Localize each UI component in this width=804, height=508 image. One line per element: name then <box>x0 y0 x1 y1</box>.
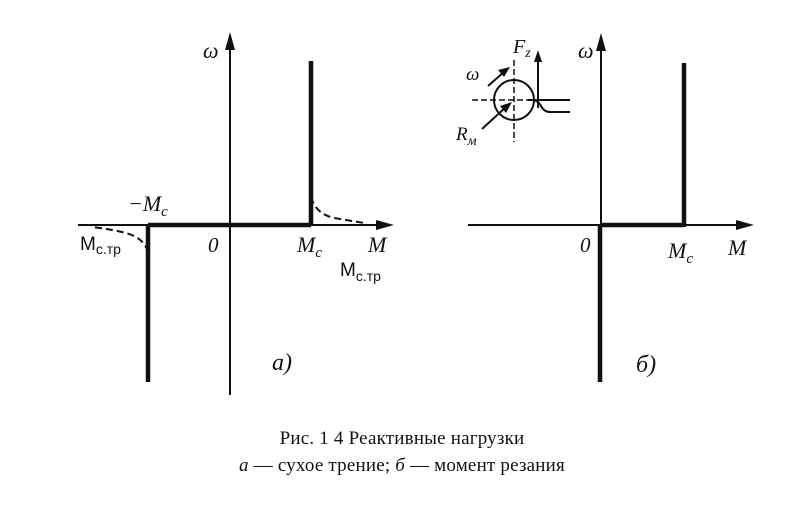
cutter-inset: Fz ω Rм <box>455 36 570 149</box>
diagram-a-m-label: M <box>367 232 388 257</box>
diagram-a-omega-arrow <box>225 32 235 50</box>
diagram-a-minus-mc-main: −M <box>128 191 163 216</box>
inset-radius-label: Rм <box>455 124 477 149</box>
diagram-b-omega-label: ω <box>578 38 594 63</box>
diagram-a-mc-label: Mc <box>296 232 322 261</box>
inset-omega-label: ω <box>466 64 479 85</box>
diagram-a-friction-curve-right <box>310 196 365 224</box>
diagram-a-minus-mc-sub: c <box>161 204 168 220</box>
diagram-a-mctr-left-sub: c.тр <box>96 241 121 257</box>
diagram-a-mc-main: M <box>296 232 317 257</box>
caption-a-text: — сухое трение; <box>248 455 396 476</box>
inset-force-sub: z <box>524 46 531 61</box>
caption-b-text: — момент резания <box>405 455 565 476</box>
inset-radius-sub: м <box>467 134 477 149</box>
diagram-a-mctr-right-label: Mc.тр <box>340 260 381 284</box>
inset-radius-arrowhead <box>500 102 512 113</box>
diagram-b-omega-arrow <box>596 33 606 51</box>
diagram-b-mc-sub: c <box>686 251 693 267</box>
diagram-b: ω M 0 Mc б) <box>468 33 754 382</box>
inset-force-main: F <box>512 36 526 58</box>
diagram-b-mc-label: Mc <box>667 238 693 267</box>
diagram-a-origin-label: 0 <box>208 233 219 257</box>
diagram-b-m-label: M <box>727 235 748 260</box>
diagram-b-mc-main: M <box>667 238 688 263</box>
figure-caption-title: Рис. 1 4 Реактивные нагрузки <box>279 428 525 449</box>
diagram-a-mctr-right-main: M <box>340 260 356 281</box>
diagram-b-m-arrow <box>736 220 754 230</box>
inset-omega-arrowhead <box>498 67 510 77</box>
diagram-a-minus-mc-label: −Mc <box>128 191 168 220</box>
diagram-b-origin-label: 0 <box>580 233 591 257</box>
diagram-a-panel-label: а) <box>272 350 292 376</box>
diagram-a-mctr-left-main: M <box>80 234 96 255</box>
caption-a-letter: а <box>239 455 249 476</box>
figure-caption-legend: а — сухое трение; б — момент резания <box>0 455 804 477</box>
diagram-a-omega-label: ω <box>203 38 219 63</box>
caption-b-letter: б <box>395 455 406 476</box>
diagram-a-mc-sub: c <box>315 245 322 261</box>
inset-radius-main: R <box>455 124 468 145</box>
diagram-a-mctr-left-label: Mc.тр <box>80 234 121 257</box>
inset-force-label: Fz <box>512 36 531 61</box>
diagram-b-panel-label: б) <box>636 352 656 378</box>
inset-radius-arrow <box>481 105 508 130</box>
inset-force-arrowhead <box>534 50 542 62</box>
diagram-a: ω M 0 −Mc Mc Mc.тр Mc.тр а) <box>78 32 394 395</box>
diagram-a-m-arrow <box>376 220 394 230</box>
diagram-a-mctr-right-sub: c.тр <box>356 268 381 284</box>
